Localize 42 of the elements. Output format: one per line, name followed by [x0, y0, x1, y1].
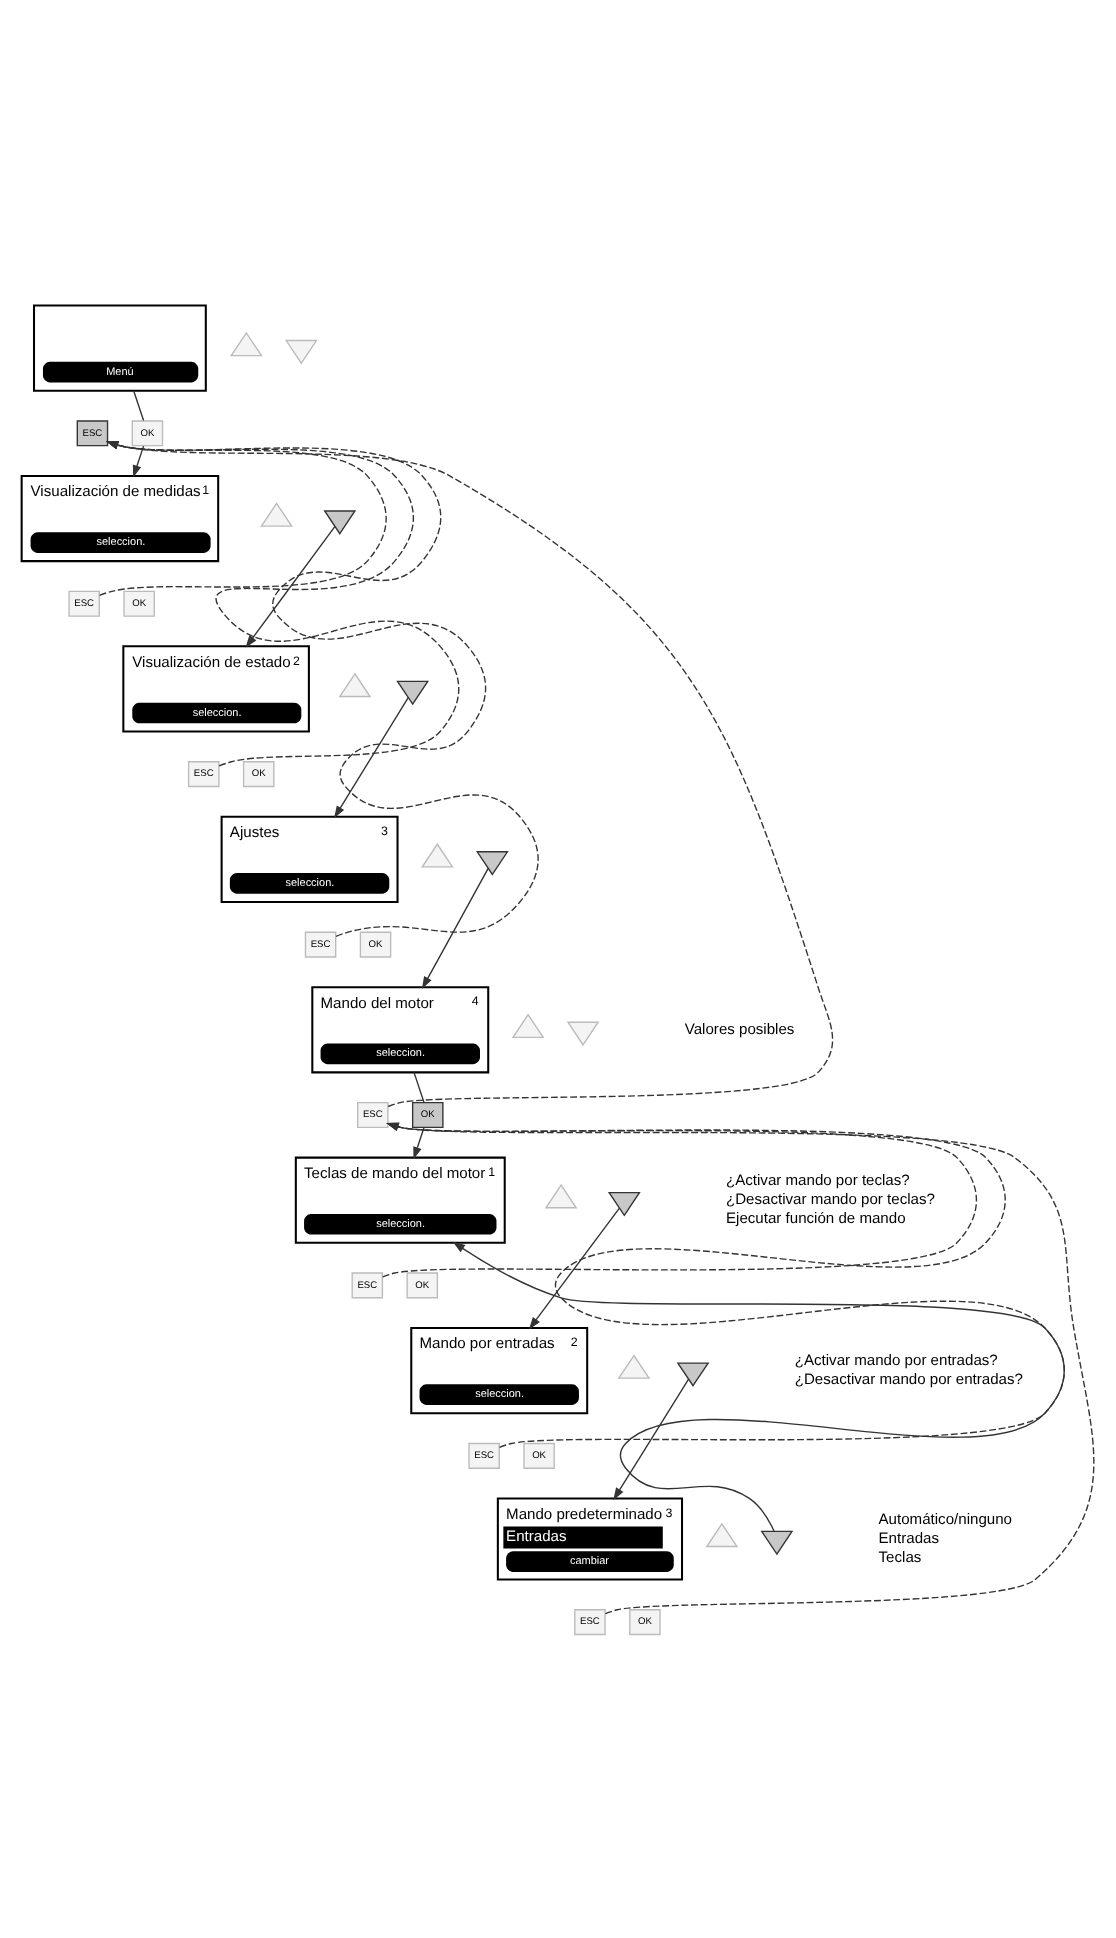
arrow — [245, 525, 336, 647]
label: ¿Desactivar mando por entradas? — [794, 1369, 1023, 1388]
arrow — [386, 1121, 1065, 1447]
arrow — [613, 1377, 690, 1500]
connector — [132, 389, 145, 421]
node-triangle — [421, 842, 454, 867]
node-triangle — [566, 1020, 600, 1046]
arrow — [386, 1121, 1095, 1614]
arrow — [132, 444, 145, 477]
node-triangle — [475, 850, 509, 875]
node-triangle — [511, 1012, 545, 1038]
arrow — [382, 1121, 978, 1277]
arrow — [334, 695, 409, 818]
node-triangle — [705, 1521, 739, 1547]
arrow — [452, 1240, 1065, 1531]
node-triangle — [676, 1361, 710, 1386]
arrow — [105, 440, 834, 1107]
node-triangle — [617, 1353, 651, 1378]
connector — [413, 1070, 425, 1102]
label: Automático/ninguno — [878, 1508, 1012, 1527]
node-triangle — [338, 671, 372, 697]
arrow — [421, 866, 489, 988]
label: ¿Desactivar mando por teclas? — [726, 1189, 935, 1208]
node-triangle — [544, 1182, 578, 1208]
label: ¿Activar mando por teclas? — [726, 1169, 910, 1188]
arrow — [413, 1126, 425, 1159]
arrow — [98, 440, 387, 596]
node-triangle — [229, 330, 263, 356]
label: Valores posibles — [684, 1018, 795, 1037]
node-triangle — [284, 338, 318, 364]
node-triangle — [760, 1529, 794, 1555]
label: Entradas — [878, 1527, 939, 1546]
node-triangle — [260, 501, 293, 526]
arrow — [528, 1206, 620, 1329]
node-triangle — [323, 509, 357, 534]
label: Ejecutar función de mando — [726, 1208, 906, 1227]
node-triangle — [396, 679, 430, 705]
node-triangle — [607, 1190, 641, 1216]
label: ¿Activar mando por entradas? — [794, 1349, 998, 1368]
arrow — [105, 440, 539, 937]
label: Teclas — [878, 1547, 922, 1566]
arrow — [105, 440, 460, 766]
